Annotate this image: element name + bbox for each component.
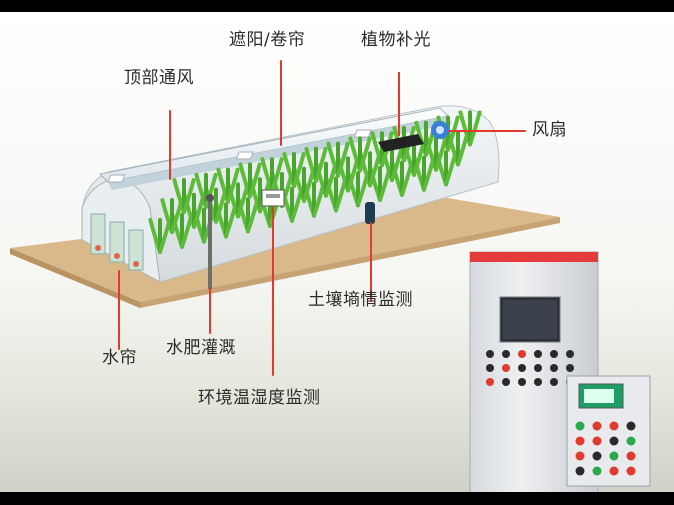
label-fan: 风扇 xyxy=(532,120,567,140)
callout-env-monitor xyxy=(272,206,274,376)
label-env-monitor: 环境温湿度监测 xyxy=(198,388,321,408)
panel-button xyxy=(609,451,619,461)
cabinet-buttons xyxy=(486,350,574,386)
plant-leaf xyxy=(314,146,328,183)
label-soil-monitor: 土壤墒情监测 xyxy=(308,290,413,310)
callout-soil-monitor xyxy=(370,222,372,302)
roof-vents xyxy=(107,129,372,183)
panel-button xyxy=(575,466,585,476)
panel-button xyxy=(626,436,636,446)
label-top-vent: 顶部通风 xyxy=(124,68,194,88)
plant-leaf xyxy=(248,162,262,199)
cabinet-button xyxy=(502,350,510,358)
plant-leaf xyxy=(336,141,350,178)
fan-icon xyxy=(431,121,449,139)
water-curtain-panels xyxy=(90,213,144,271)
cabinet-button xyxy=(534,350,542,358)
panel-button xyxy=(609,466,619,476)
label-plant-light: 植物补光 xyxy=(361,30,431,50)
label-shade-curtain: 遮阳/卷帘 xyxy=(229,30,306,50)
panel-button xyxy=(626,466,636,476)
plant-leaf xyxy=(226,167,240,204)
cabinet-button xyxy=(502,378,510,386)
callout-top-vent xyxy=(169,110,171,180)
crop-plants xyxy=(148,110,482,254)
panel-button xyxy=(592,451,602,461)
panel-button xyxy=(575,451,585,461)
front-control-panel xyxy=(566,375,651,487)
cabinet-button xyxy=(502,364,510,372)
cabinet-button xyxy=(550,378,558,386)
panel-button xyxy=(592,466,602,476)
env-sensor-icon xyxy=(261,189,285,207)
callout-water-curtain xyxy=(118,270,120,350)
plant-leaf xyxy=(446,115,460,152)
cabinet-button xyxy=(518,364,526,372)
cabinet-button xyxy=(486,364,494,372)
panel-button xyxy=(575,436,585,446)
plant-leaf xyxy=(182,178,196,214)
label-water-fertilizer: 水肥灌溉 xyxy=(166,338,236,358)
cabinet-button xyxy=(518,378,526,386)
cabinet-button xyxy=(550,364,558,372)
panel-button xyxy=(592,436,602,446)
cabinet-button xyxy=(486,378,494,386)
plant-leaf xyxy=(204,172,218,209)
panel-button xyxy=(575,421,585,431)
cabinet-button xyxy=(534,378,542,386)
plant-light-lamp xyxy=(378,72,424,152)
panel-buttons xyxy=(575,421,636,476)
label-water-curtain: 水帘 xyxy=(102,348,137,368)
plant-leaf xyxy=(358,136,372,173)
cabinet-button xyxy=(550,350,558,358)
cabinet-button xyxy=(534,364,542,372)
cabinet-button xyxy=(518,350,526,358)
panel-button xyxy=(609,436,619,446)
panel-button xyxy=(592,421,602,431)
greenhouse-illustration: 顶部通风 遮阳/卷帘 植物补光 风扇 土壤墒情监测 水肥灌溉 水帘 环境温湿度监… xyxy=(0,12,674,492)
panel-button xyxy=(626,451,636,461)
callout-fan xyxy=(448,130,526,132)
cabinet-button xyxy=(566,350,574,358)
panel-button xyxy=(609,421,619,431)
cabinet-button xyxy=(566,364,574,372)
callout-water-fertilizer xyxy=(209,288,211,334)
plant-leaf xyxy=(468,110,482,147)
plant-leaf xyxy=(292,152,306,188)
cabinet-button xyxy=(486,350,494,358)
soil-sensor-icon xyxy=(365,202,375,224)
fertigation-pipe-icon xyxy=(206,194,214,289)
panel-button xyxy=(626,421,636,431)
plant-leaf xyxy=(270,157,284,194)
callout-shade-curtain xyxy=(280,60,282,146)
greenhouse-scene xyxy=(10,72,651,492)
